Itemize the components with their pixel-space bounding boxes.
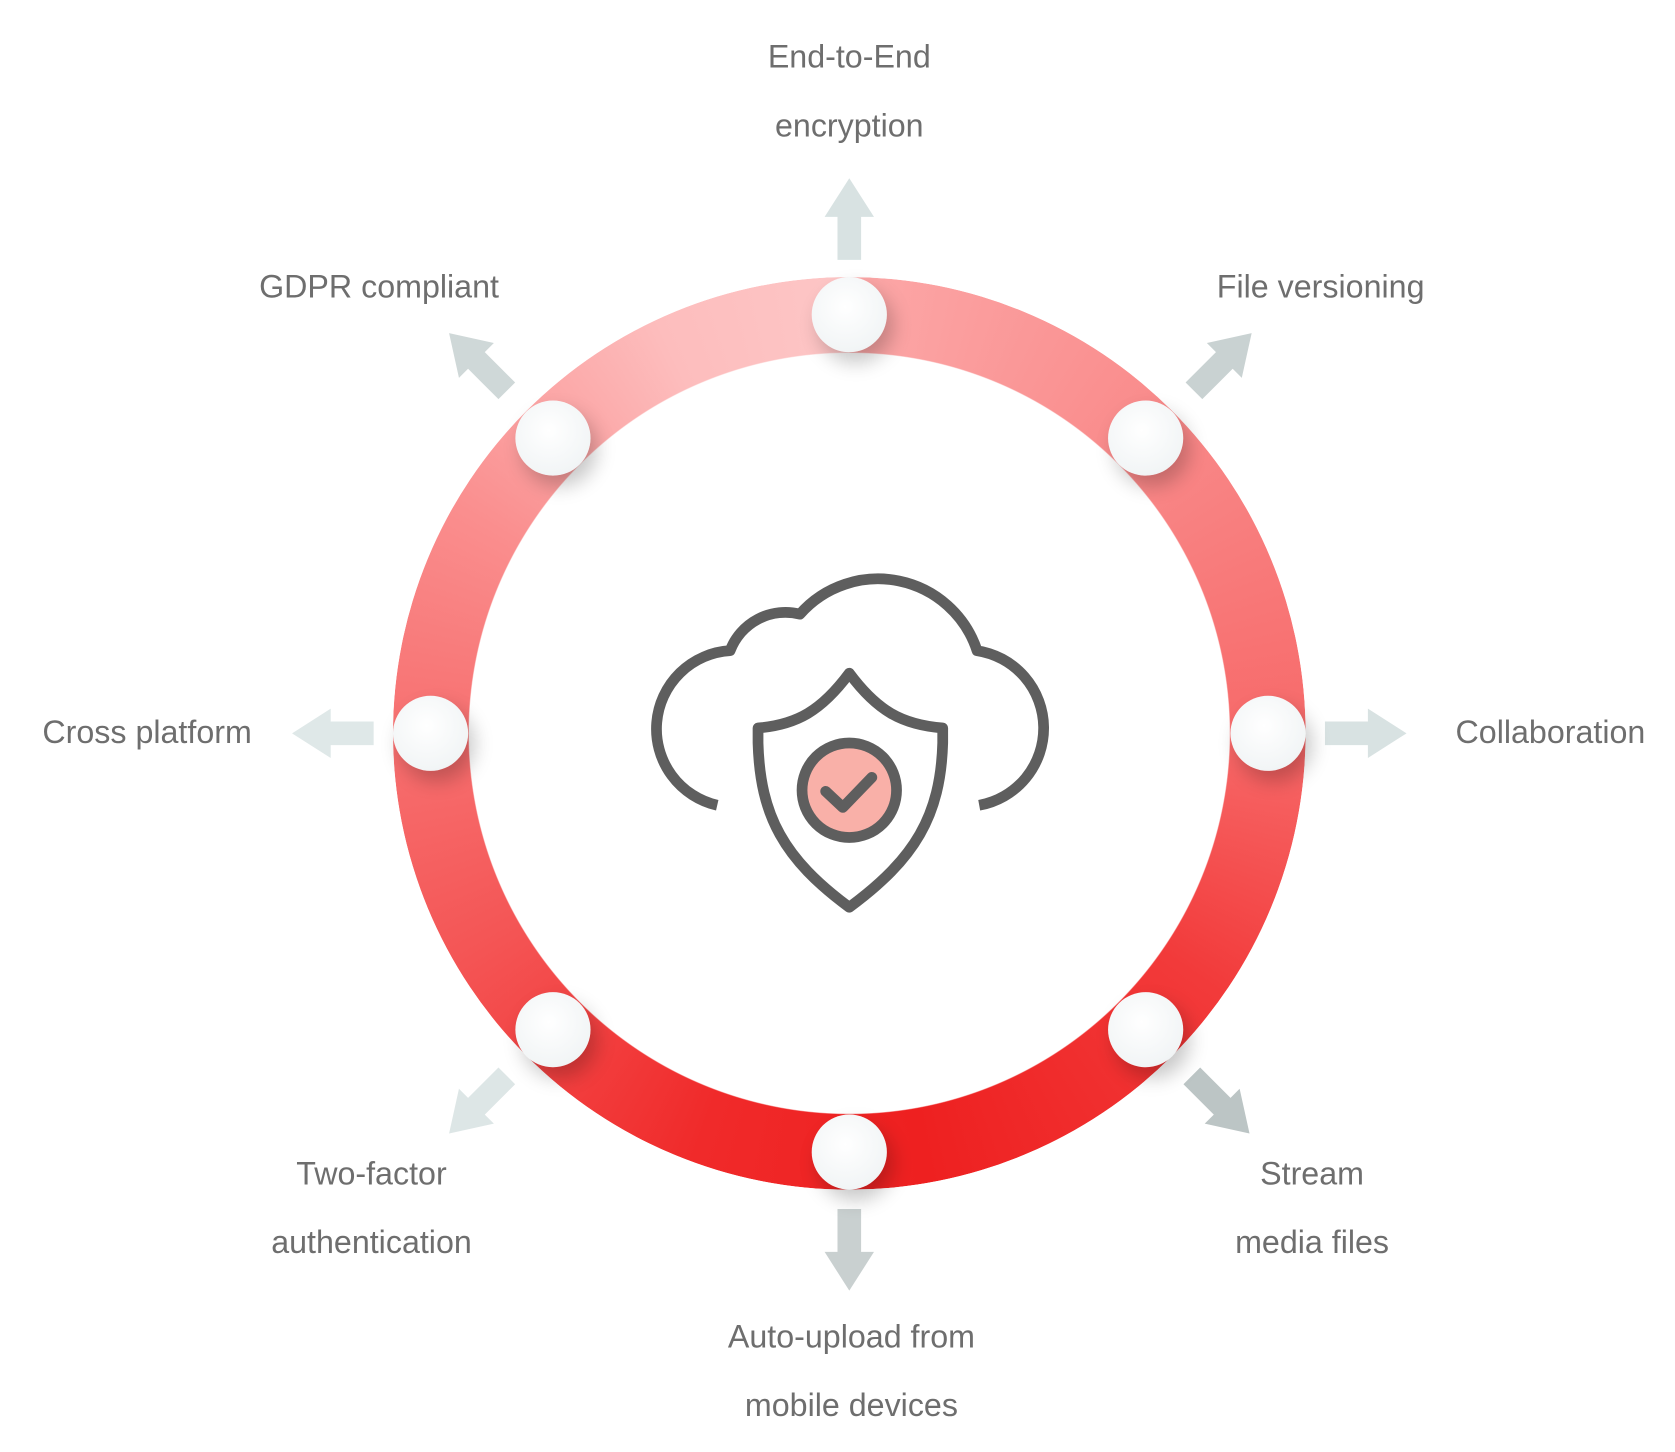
label-two-factor-authentication: Two-factor authentication (271, 1140, 472, 1277)
node-right (1230, 695, 1306, 771)
arrow-up-right-icon (1185, 333, 1252, 400)
label-line: Two-factor (296, 1156, 447, 1192)
label-line: GDPR compliant (259, 269, 499, 305)
label-line: File versioning (1216, 269, 1425, 305)
shield-icon (752, 667, 949, 913)
arrow-down-right-icon (1183, 1067, 1250, 1134)
arrow-left-icon (292, 708, 374, 759)
label-auto-upload: Auto-upload from mobile devices (728, 1303, 975, 1440)
label-line: mobile devices (744, 1388, 958, 1424)
node-top-right (1108, 400, 1184, 476)
label-gdpr-compliant: GDPR compliant (259, 253, 499, 322)
cloud-shield-check-icon (651, 573, 1049, 913)
label-file-versioning: File versioning (1217, 253, 1425, 322)
node-bottom-right (1108, 992, 1184, 1068)
arrow-up-left-icon (449, 333, 516, 400)
label-end-to-end-encryption: End-to-End encryption (768, 24, 931, 161)
arrow-down-icon (824, 1208, 874, 1291)
node-bottom (811, 1114, 887, 1190)
check-circle-icon (796, 737, 902, 843)
cloud-icon (651, 573, 1049, 811)
checkmark-icon (820, 771, 878, 813)
label-line: Collaboration (1455, 715, 1646, 751)
arrow-down-left-icon (449, 1067, 516, 1134)
label-stream-media-files: Stream media files (1235, 1140, 1389, 1277)
label-line: media files (1235, 1225, 1390, 1261)
label-cross-platform: Cross platform (42, 699, 251, 768)
node-left (392, 695, 469, 771)
node-top-left (515, 400, 591, 476)
node-bottom-left (515, 992, 591, 1068)
arrow-up-icon (824, 178, 874, 260)
label-line: authentication (271, 1225, 472, 1261)
label-line: Cross platform (42, 715, 252, 751)
node-top (811, 277, 887, 353)
label-line: End-to-End (767, 39, 931, 76)
label-line: Stream (1260, 1156, 1364, 1192)
label-collaboration: Collaboration (1456, 699, 1646, 768)
label-line: Auto-upload from (727, 1319, 975, 1356)
label-line: encryption (774, 108, 924, 144)
arrow-right-icon (1324, 708, 1407, 759)
